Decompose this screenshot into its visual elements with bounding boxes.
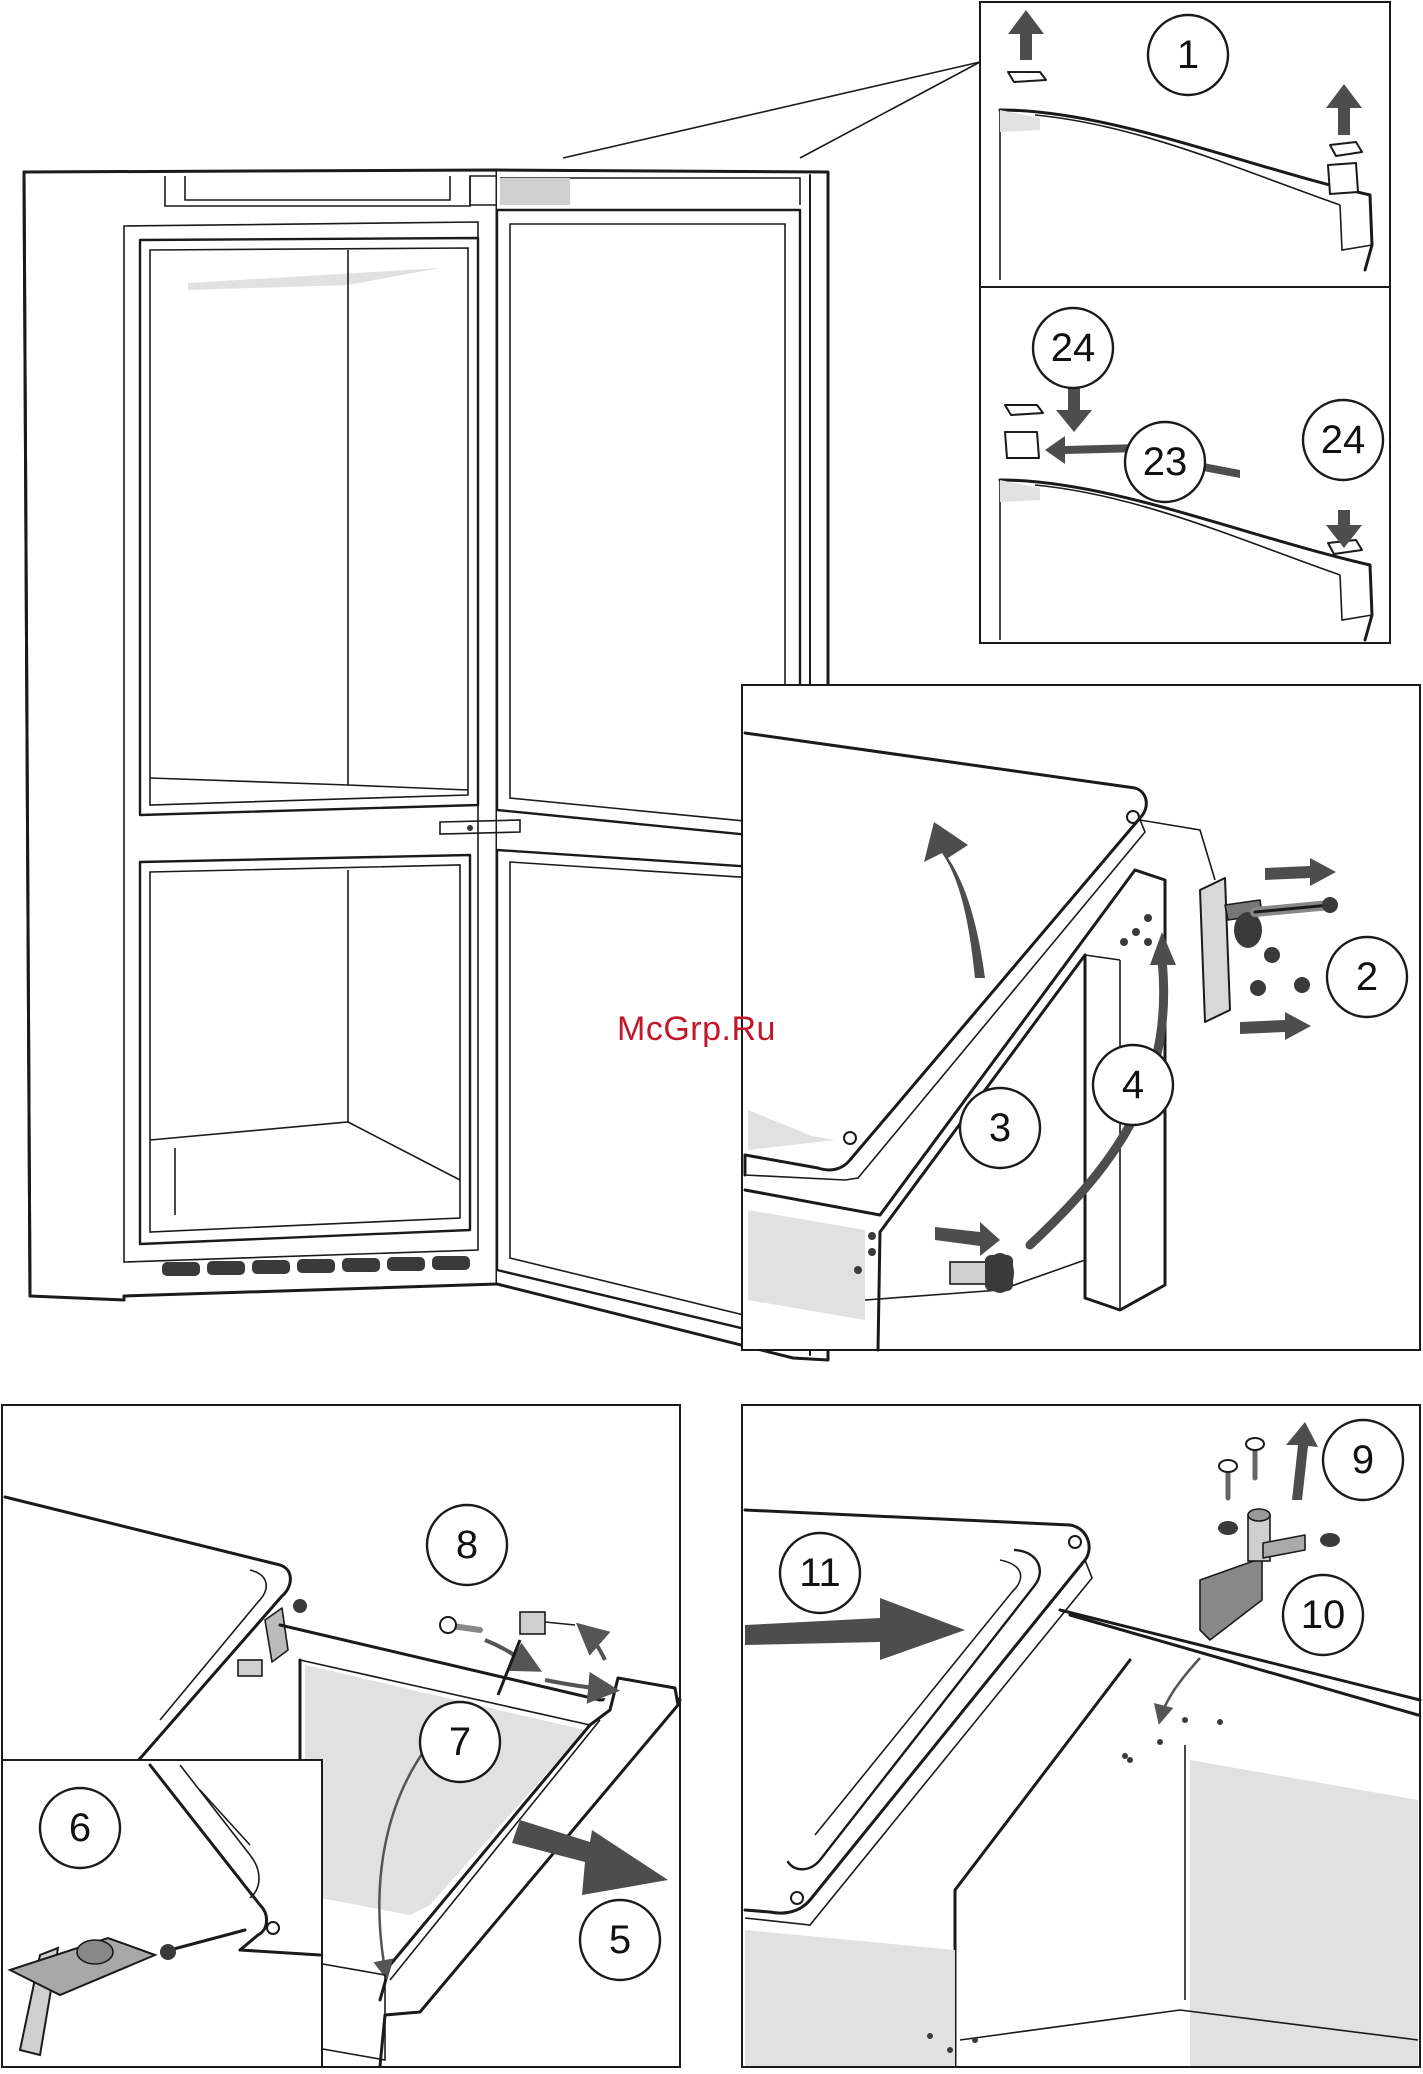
svg-text:6: 6 (69, 1806, 91, 1850)
svg-text:8: 8 (456, 1523, 478, 1567)
callout-1: 1 (1148, 15, 1228, 95)
fridge-illustration (24, 170, 828, 1360)
callout-3: 3 (960, 1088, 1040, 1168)
callout-4: 4 (1093, 1045, 1173, 1125)
svg-text:5: 5 (609, 1918, 631, 1962)
svg-text:2: 2 (1356, 955, 1378, 999)
callout-11: 11 (780, 1533, 860, 1613)
svg-text:4: 4 (1122, 1063, 1144, 1107)
svg-text:1: 1 (1177, 33, 1199, 77)
callout-24-left: 24 (1033, 308, 1113, 388)
svg-text:7: 7 (449, 1720, 471, 1764)
callout-2: 2 (1327, 937, 1407, 1017)
callout-8: 8 (427, 1505, 507, 1585)
callout-6: 6 (40, 1788, 120, 1868)
svg-text:23: 23 (1143, 440, 1188, 484)
callout-5: 5 (580, 1900, 660, 1980)
svg-text:24: 24 (1321, 418, 1366, 462)
callout-7: 7 (420, 1702, 500, 1782)
watermark-text: McGrp.Ru (617, 1010, 776, 1049)
svg-text:10: 10 (1301, 1593, 1346, 1637)
callout-24-right: 24 (1303, 400, 1383, 480)
svg-text:3: 3 (989, 1106, 1011, 1150)
svg-text:11: 11 (799, 1551, 841, 1595)
panel-step-2-4 (742, 685, 1420, 1350)
svg-text:24: 24 (1051, 326, 1096, 370)
callout-23: 23 (1125, 422, 1205, 502)
panel-step-9-11 (742, 1405, 1420, 2067)
callout-10: 10 (1283, 1575, 1363, 1655)
svg-text:9: 9 (1352, 1438, 1374, 1482)
callout-9: 9 (1323, 1420, 1403, 1500)
